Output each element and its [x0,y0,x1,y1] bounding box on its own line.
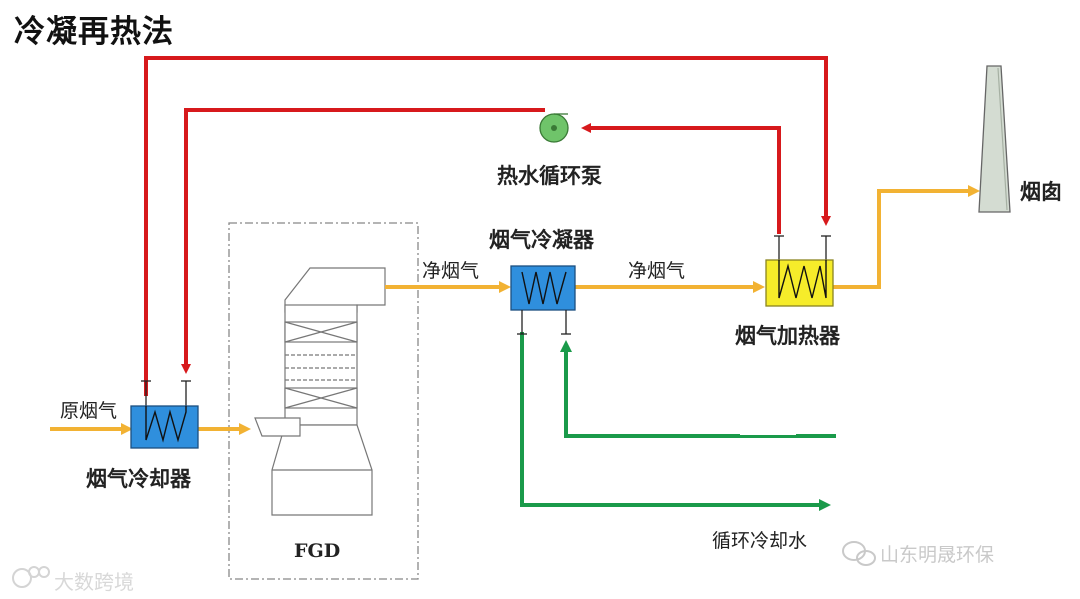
chimney [978,65,1011,213]
cooling-water-line-gap [740,432,796,435]
flue-gas-heater-label: 烟气加热器 [735,324,840,348]
flue-gas-cooler [130,380,199,449]
hot-water-return-line [581,123,781,234]
watermark-left: 大数跨境 [54,570,134,594]
clean-gas-label-1: 净烟气 [422,260,480,282]
flue-gas-condenser [510,265,576,335]
cooling-water-return-line [560,340,836,438]
chimney-label: 烟囱 [1020,180,1062,204]
coil-heat-exchanger-icon [145,406,187,443]
flue-gas-cooler-label: 烟气冷却器 [86,467,191,491]
cooling-water-loop [520,332,836,511]
clean-gas-label-2: 净烟气 [628,260,686,282]
flue-gas-heater [765,235,834,307]
circle-pump-icon [539,113,569,143]
coil-heat-exchanger-icon [778,260,827,299]
hot-water-loop [144,56,831,396]
hot-water-pump-label: 热水循环泵 [497,164,602,188]
hot-water-supply-line [144,56,831,396]
hot-water-pump-outlet-line [181,108,545,374]
flue-gas-path [50,185,980,435]
diagram-title: 冷凝再热法 [14,14,174,50]
fgd-boundary [228,222,419,580]
cooling-water-label: 循环冷却水 [712,530,808,552]
watermark-right: 山东明晟环保 [880,544,995,566]
cooling-water-outlet-line [520,332,831,511]
fgd-tower [254,267,386,516]
watermark-logo-icon [12,566,50,588]
heater-to-chimney-line [833,185,980,289]
coil-heat-exchanger-icon [521,271,567,305]
flue-gas-condenser-label: 烟气冷凝器 [489,228,594,252]
wechat-icon [842,541,876,566]
raw-flue-gas-label: 原烟气 [60,400,118,422]
fgd-label: FGD [294,540,341,562]
